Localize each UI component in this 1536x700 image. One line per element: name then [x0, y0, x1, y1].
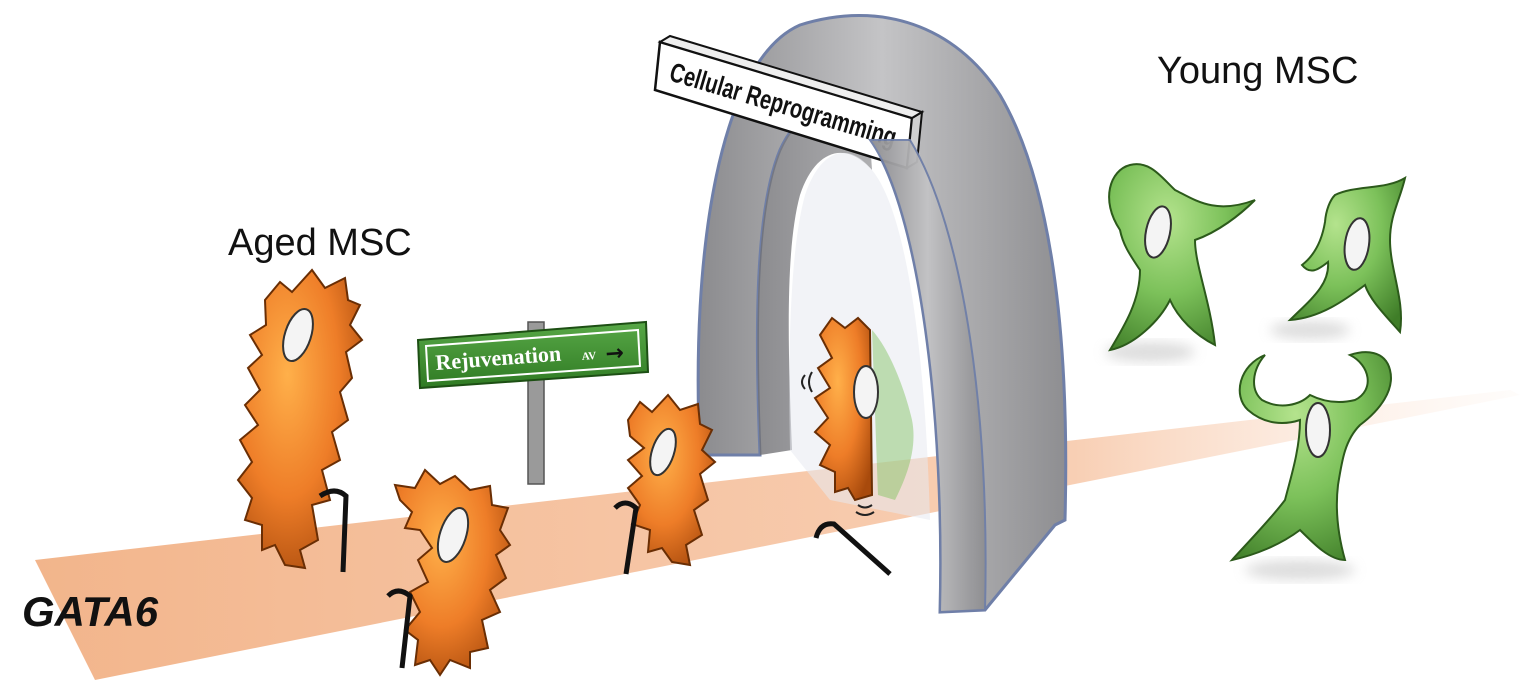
young-msc-label: Young MSC	[1157, 50, 1359, 92]
street-sign-suffix: AV	[581, 350, 596, 363]
gata6-label: GATA6	[22, 588, 159, 635]
aged-msc-label: Aged MSC	[228, 222, 412, 264]
young-msc-cell	[1107, 163, 1256, 352]
fallen-cane-icon	[813, 521, 892, 576]
walking-cane-icon	[318, 488, 349, 573]
young-msc-cell	[1229, 351, 1392, 562]
walking-cane-icon	[613, 500, 639, 575]
aged-msc-cell	[386, 468, 512, 677]
aged-msc-cell	[613, 393, 717, 575]
walking-cane-icon	[386, 588, 413, 669]
aged-msc-cell	[236, 268, 364, 573]
young-msc-cell	[1287, 175, 1407, 335]
transforming-cell	[801, 316, 914, 576]
street-sign-icon: Rejuvenation AV →	[416, 320, 650, 485]
street-sign-arrow: →	[605, 341, 625, 367]
